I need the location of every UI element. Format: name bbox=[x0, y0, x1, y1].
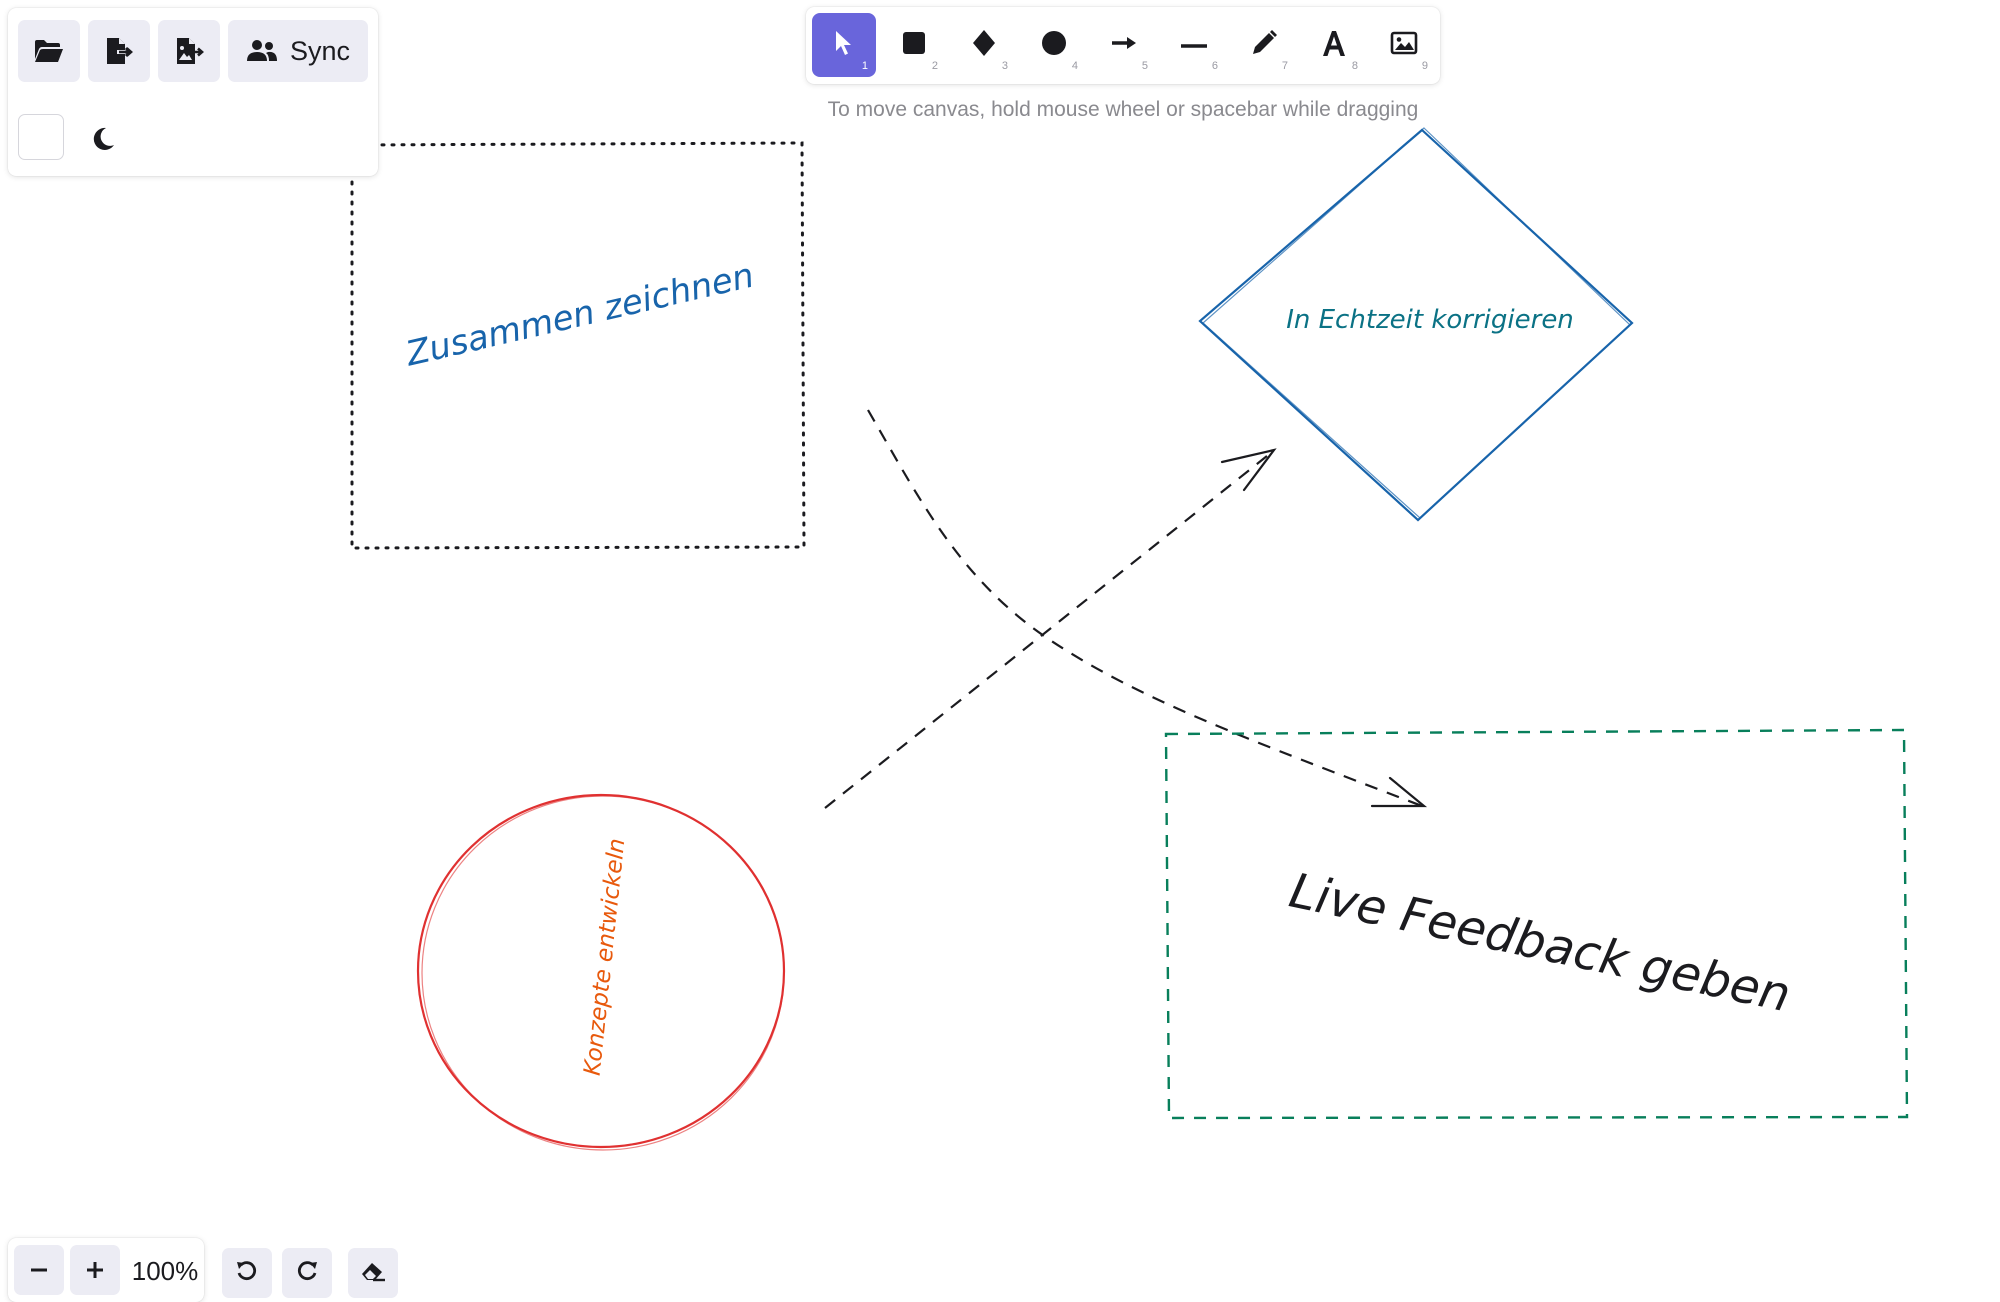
export-image-icon bbox=[174, 36, 204, 66]
cursor-icon bbox=[833, 29, 855, 61]
arrow-right-icon bbox=[1110, 34, 1138, 56]
sync-button[interactable]: Sync bbox=[228, 20, 368, 82]
sync-label: Sync bbox=[289, 35, 351, 66]
line-icon bbox=[1180, 36, 1208, 55]
plus-icon bbox=[85, 1260, 105, 1280]
diamond-icon bbox=[972, 29, 996, 61]
tool-draw-key: 7 bbox=[1281, 60, 1288, 72]
folder-open-icon bbox=[34, 38, 64, 64]
tool-arrow[interactable]: 5 bbox=[1092, 13, 1156, 77]
theme-toggle-button[interactable] bbox=[88, 124, 118, 154]
moon-icon bbox=[88, 127, 118, 158]
straight-arrow-head bbox=[1220, 448, 1277, 492]
export-file-icon bbox=[104, 36, 134, 66]
red-circle-stroke2 bbox=[421, 795, 785, 1151]
pencil-icon bbox=[1250, 29, 1278, 61]
shape-toolbar: 1 2 3 4 5 6 7 bbox=[806, 7, 1440, 84]
tool-rectangle-key: 2 bbox=[931, 60, 938, 72]
tool-text-key: 8 bbox=[1351, 60, 1358, 72]
export-image-button[interactable] bbox=[158, 20, 220, 82]
open-button[interactable] bbox=[18, 20, 80, 82]
undo-icon bbox=[235, 1259, 259, 1287]
main-menu-panel: Sync bbox=[8, 8, 378, 176]
tool-draw[interactable]: 7 bbox=[1232, 13, 1296, 77]
image-icon bbox=[1390, 31, 1418, 59]
tool-image-key: 9 bbox=[1421, 60, 1428, 72]
tool-image[interactable]: 9 bbox=[1372, 13, 1436, 77]
zoom-in-button[interactable] bbox=[70, 1245, 120, 1295]
diamond-shape-stroke2 bbox=[1202, 127, 1631, 519]
tool-text[interactable]: 8 bbox=[1302, 13, 1366, 77]
tool-ellipse[interactable]: 4 bbox=[1022, 13, 1086, 77]
tool-line-key: 6 bbox=[1211, 60, 1218, 72]
save-button[interactable] bbox=[88, 20, 150, 82]
zoom-out-button[interactable] bbox=[14, 1245, 64, 1295]
minus-icon bbox=[29, 1260, 49, 1280]
text-icon bbox=[1321, 29, 1347, 61]
diamond-shape[interactable] bbox=[1198, 128, 1634, 522]
tool-diamond-key: 3 bbox=[1001, 60, 1008, 72]
dotted-rectangle[interactable] bbox=[350, 141, 806, 550]
tool-ellipse-key: 4 bbox=[1071, 60, 1078, 72]
canvas-hint-text: To move canvas, hold mouse wheel or spac… bbox=[827, 98, 1419, 121]
background-color-swatch[interactable] bbox=[18, 114, 64, 160]
rectangle-icon bbox=[902, 31, 926, 59]
zoom-level[interactable]: 100% bbox=[131, 1256, 199, 1286]
tool-diamond[interactable]: 3 bbox=[952, 13, 1016, 77]
straight-arrow[interactable] bbox=[824, 451, 1273, 809]
tool-arrow-key: 5 bbox=[1141, 60, 1148, 72]
eraser-icon bbox=[360, 1260, 386, 1286]
users-icon bbox=[246, 39, 278, 63]
diamond-text[interactable]: In Echtzeit korrigieren bbox=[1286, 305, 1574, 335]
tool-select[interactable]: 1 bbox=[812, 13, 876, 77]
dashed-rectangle[interactable] bbox=[1164, 728, 1909, 1120]
clear-canvas-button[interactable] bbox=[348, 1248, 398, 1298]
tool-rectangle[interactable]: 2 bbox=[882, 13, 946, 77]
redo-icon bbox=[295, 1259, 319, 1287]
undo-button[interactable] bbox=[222, 1248, 272, 1298]
tool-line[interactable]: 6 bbox=[1162, 13, 1226, 77]
tool-select-key: 1 bbox=[861, 60, 868, 72]
curved-arrow-head bbox=[1370, 776, 1428, 808]
curved-arrow[interactable] bbox=[867, 409, 1423, 808]
zoom-controls bbox=[8, 1238, 204, 1302]
redo-button[interactable] bbox=[282, 1248, 332, 1298]
ellipse-icon bbox=[1041, 30, 1067, 60]
